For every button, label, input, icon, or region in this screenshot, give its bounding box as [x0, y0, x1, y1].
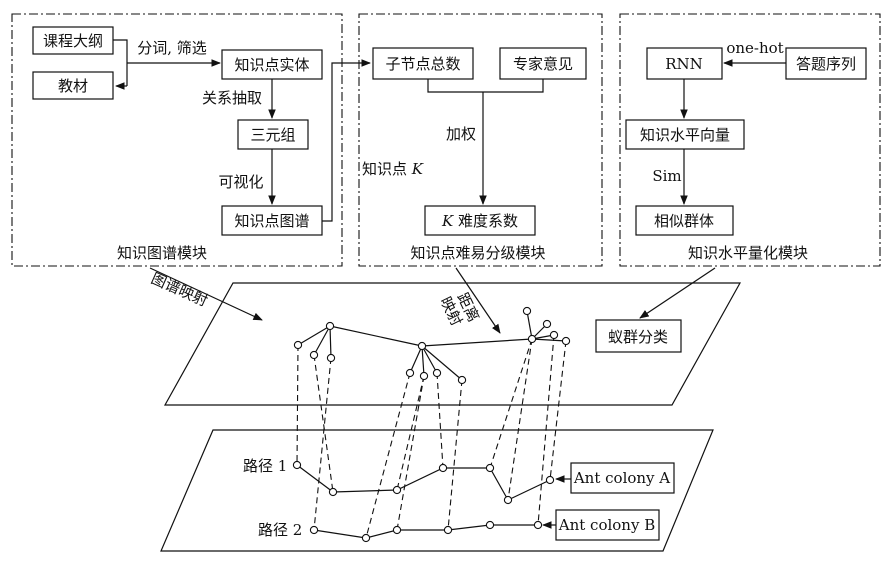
svg-text:子节点总数: 子节点总数 — [385, 55, 460, 73]
colony-a-box: Ant colony A — [570, 462, 675, 494]
kg-module-label: 知识图谱模块 — [117, 244, 207, 262]
svg-text:答题序列: 答题序列 — [796, 55, 856, 73]
onehot-label: one-hot — [726, 39, 783, 57]
svg-text:专家意见: 专家意见 — [513, 55, 573, 73]
textbook-box: 教材 — [32, 71, 114, 100]
path-1-label: 路径 1 — [243, 457, 287, 475]
child-total-box: 子节点总数 — [372, 47, 474, 80]
graph-mapping-arrow — [149, 267, 263, 321]
svg-text:知识水平向量: 知识水平向量 — [640, 126, 730, 144]
path-2-line — [313, 524, 538, 539]
entity-box: 知识点实体 — [221, 49, 323, 80]
visualize-label: 可视化 — [218, 173, 263, 191]
graph-box: 知识点图谱 — [221, 205, 323, 236]
svg-text:K 难度系数: K 难度系数 — [441, 212, 518, 230]
syllabus-box: 课程大纲 — [32, 26, 114, 55]
svg-text:课程大纲: 课程大纲 — [43, 32, 103, 50]
svg-text:知识点实体: 知识点实体 — [234, 56, 309, 74]
kp-k-label: 知识点 K — [362, 160, 424, 178]
svg-text:相似群体: 相似群体 — [654, 212, 714, 230]
ant-classify-arrow — [639, 267, 716, 319]
difficulty-module-label: 知识点难易分级模块 — [410, 244, 545, 262]
answer-seq-box: 答题序列 — [785, 47, 867, 80]
level-module-frame — [619, 13, 881, 267]
relation-extract-label: 关系抽取 — [202, 89, 262, 107]
level-vector-box: 知识水平向量 — [625, 119, 745, 150]
k-difficulty-box: K 难度系数 — [424, 205, 536, 236]
svg-text:教材: 教材 — [58, 77, 88, 95]
syllabus-connector — [113, 39, 128, 86]
triple-box: 三元组 — [237, 119, 309, 150]
kg-module-frame — [11, 13, 343, 267]
weighting-label: 加权 — [446, 125, 476, 143]
colony-b-box: Ant colony B — [555, 509, 660, 541]
rnn-box: RNN — [646, 47, 723, 80]
distance-mapping-arrow — [455, 267, 501, 334]
expert-box: 专家意见 — [499, 47, 587, 80]
graph-to-difficulty-arrow — [322, 59, 371, 222]
difficulty-module-frame — [358, 13, 603, 267]
ant-classify-box: 蚁群分类 — [595, 319, 682, 353]
svg-text:知识点图谱: 知识点图谱 — [234, 212, 309, 230]
level-module-label: 知识水平量化模块 — [688, 244, 808, 262]
graph-mapping-label: 图谱映射 — [148, 269, 210, 310]
projection-lines — [296, 334, 567, 539]
sim-label: Sim — [652, 167, 681, 185]
merge-connector — [427, 79, 544, 93]
svg-text:Ant colony B: Ant colony B — [558, 516, 655, 534]
path-2-label: 路径 2 — [258, 521, 302, 539]
top-graph-edges — [297, 310, 567, 381]
seg-filter-label: 分词, 筛选 — [137, 39, 207, 57]
svg-text:蚁群分类: 蚁群分类 — [608, 328, 668, 346]
similar-group-box: 相似群体 — [635, 205, 734, 236]
graph-nodes — [292, 306, 571, 543]
svg-text:三元组: 三元组 — [250, 126, 295, 144]
svg-text:Ant colony A: Ant colony A — [573, 469, 670, 487]
svg-text:RNN: RNN — [665, 55, 703, 73]
